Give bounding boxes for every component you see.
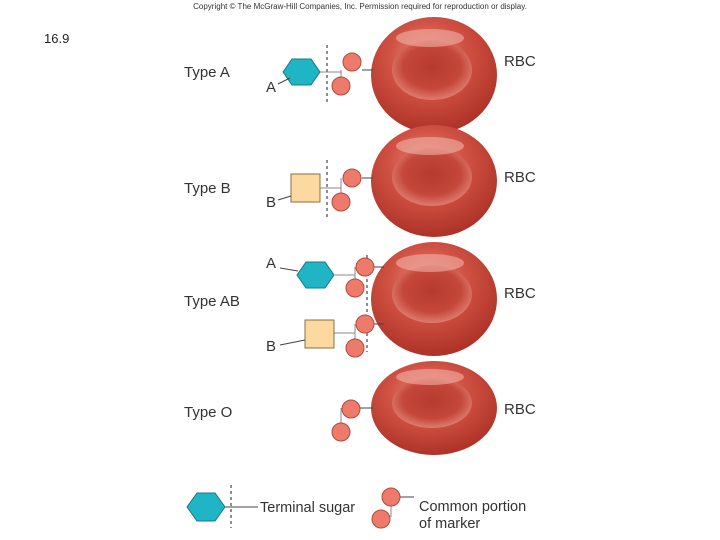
slide-number: 16.9: [44, 31, 70, 46]
legend: [186, 485, 414, 529]
type-ab-group: [279, 242, 497, 358]
terminal-sugar-a-hexagon: [282, 58, 321, 86]
rbc-cell: [371, 17, 497, 133]
rbc-cell: [371, 361, 497, 455]
legend-common-portion-label-line1: Common portion: [419, 499, 527, 515]
legend-circle-icon: [381, 487, 401, 507]
rbc-cell: [371, 242, 497, 356]
type-o-label: Type O: [184, 404, 233, 421]
common-marker-circle: [342, 168, 362, 188]
rbc-cell: [371, 125, 497, 237]
type-ab-label: Type AB: [184, 293, 240, 310]
common-marker-circle: [342, 52, 362, 72]
common-marker-circle: [345, 278, 365, 298]
terminal-sugar-b-square: [290, 173, 321, 203]
terminal-sugar-a-hexagon: [296, 261, 335, 289]
rbc-label-ab: RBC: [504, 285, 536, 302]
rbc-label-o: RBC: [504, 401, 536, 418]
legend-circle-icon: [371, 509, 391, 529]
common-marker-circle: [345, 338, 365, 358]
label-pointer: [279, 339, 306, 346]
rbc-label-a: RBC: [504, 53, 536, 70]
type-a-label: Type A: [184, 64, 230, 81]
legend-common-portion-label-line2: of marker: [419, 516, 481, 532]
label-pointer: [277, 195, 292, 201]
type-b-group: [277, 125, 497, 237]
marker-letter-a-ab: A: [266, 255, 277, 272]
common-marker-circle: [355, 257, 375, 277]
common-marker-circle: [341, 399, 361, 419]
common-marker-circle: [331, 192, 351, 212]
legend-hexagon-icon: [186, 492, 226, 522]
marker-letter-a: A: [266, 79, 277, 96]
marker-letter-b: B: [266, 194, 277, 211]
terminal-sugar-b-square: [304, 319, 335, 349]
label-pointer: [279, 267, 299, 272]
type-b-label: Type B: [184, 180, 231, 197]
common-marker-circle: [331, 76, 351, 96]
label-pointer: [277, 77, 291, 85]
rbc-label-b: RBC: [504, 169, 536, 186]
common-marker-circle: [355, 314, 375, 334]
copyright-notice: Copyright © The McGraw-Hill Companies, I…: [193, 2, 527, 11]
common-marker-circle: [331, 422, 351, 442]
type-a-group: [277, 17, 497, 133]
type-o-group: [331, 361, 497, 455]
legend-terminal-sugar-label: Terminal sugar: [260, 500, 356, 516]
marker-letter-b-ab: B: [266, 338, 277, 355]
